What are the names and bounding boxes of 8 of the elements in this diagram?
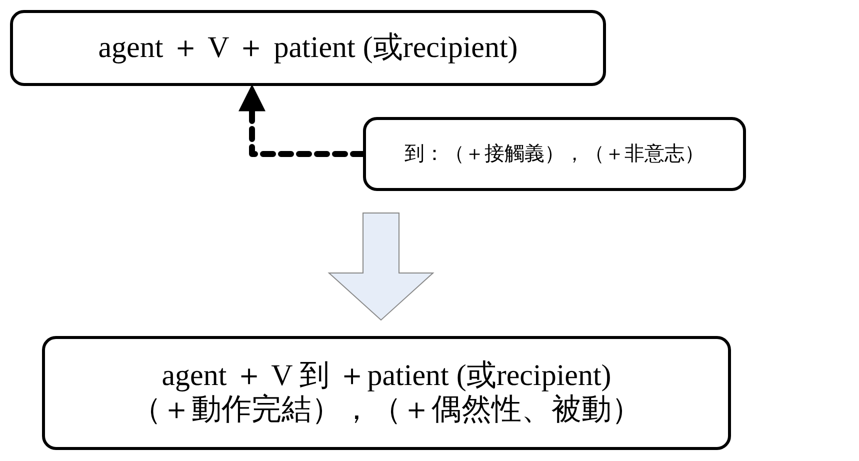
box-text: 到：（＋接觸義），（＋非意志）	[404, 142, 704, 166]
box-text: agent ＋ V 到 ＋patient (或recipient)	[162, 358, 612, 393]
box-text: agent ＋ V ＋ patient (或recipient)	[98, 30, 518, 66]
block-arrow	[328, 212, 434, 321]
text-box	[42, 336, 731, 450]
box-text: （＋動作完結），（＋偶然性、被動）	[132, 393, 642, 428]
text-box	[10, 10, 606, 86]
text-box	[363, 117, 746, 191]
